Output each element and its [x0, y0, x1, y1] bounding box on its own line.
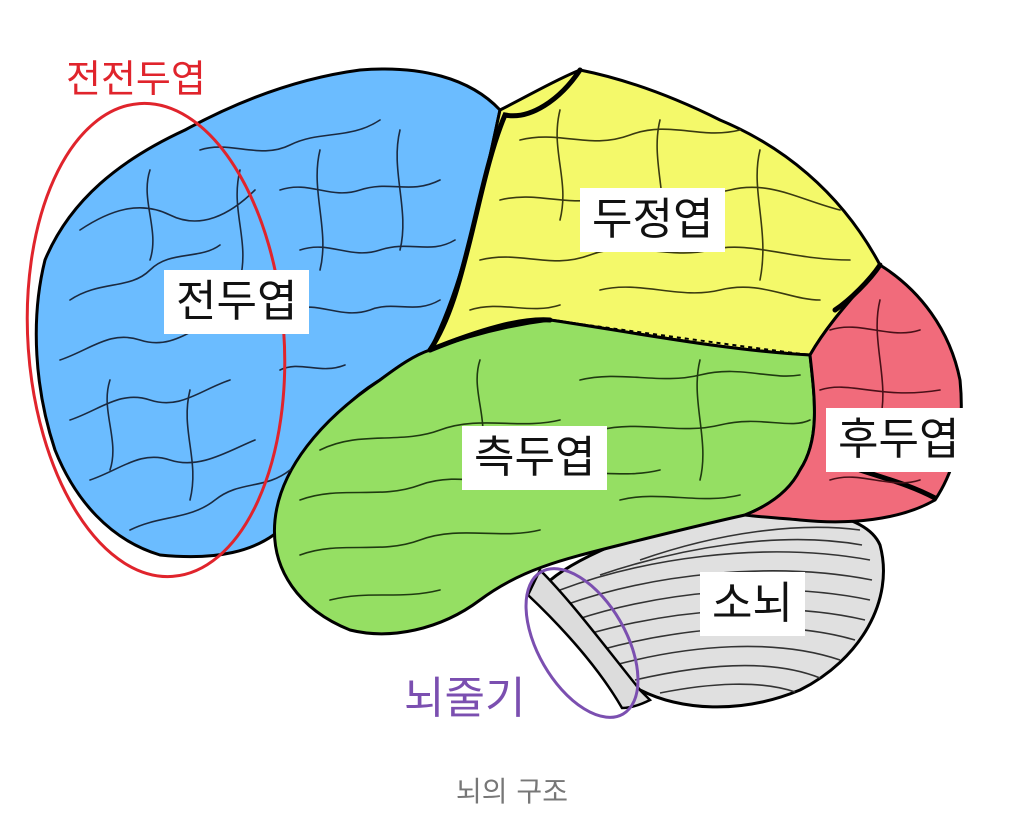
occipital-lobe-label: 후두엽 — [826, 408, 972, 472]
cerebellum-label: 소뇌 — [700, 572, 805, 636]
prefrontal-annotation-label: 전전두엽 — [66, 57, 206, 101]
frontal-lobe-label: 전두엽 — [164, 270, 310, 334]
parietal-lobe-label: 두정엽 — [580, 188, 726, 252]
parietal-temporal-boundary — [549, 319, 811, 356]
brainstem-annotation-label: 뇌줄기 — [404, 673, 526, 724]
brainstem-shape — [526, 567, 653, 710]
figure-caption: 뇌의 구조 — [456, 775, 568, 808]
brainstem-highlight-ellipse — [524, 567, 640, 719]
temporal-lobe-label: 측두엽 — [462, 426, 608, 490]
